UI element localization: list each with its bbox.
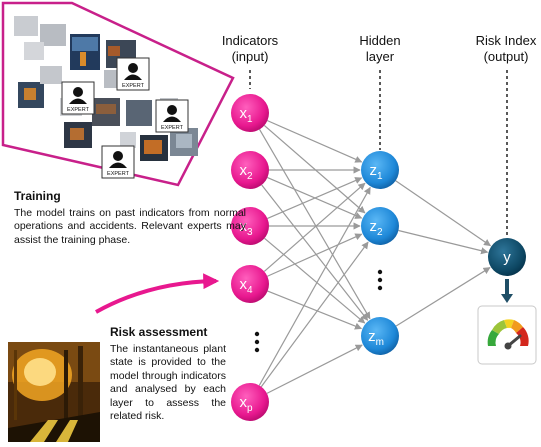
- edge-z2-y: [398, 229, 489, 255]
- edge-x3-z3: [264, 237, 366, 324]
- expert-icon: EXPERT: [116, 57, 150, 91]
- hidden-node-z1: z1: [361, 151, 399, 189]
- risk-header-line1: Risk Index: [475, 33, 537, 48]
- input-node-x4: x4: [231, 265, 269, 303]
- input-node-xp: xp: [231, 383, 269, 421]
- input-node-xp-subscript: p: [247, 403, 253, 414]
- expert-icon: EXPERT: [61, 81, 95, 115]
- input-node-x2-subscript: 2: [247, 171, 253, 182]
- hidden-layer-header: Hidden layer: [345, 33, 415, 65]
- hidden-ellipsis: [377, 269, 383, 291]
- edge-x5-z3: [266, 344, 363, 394]
- hidden-node-z2: z2: [361, 207, 399, 245]
- input-node-x2-circle: [231, 151, 269, 189]
- edge-x4-z2: [267, 233, 363, 277]
- output-node-y: y: [488, 238, 526, 276]
- edge-x1-z3: [259, 129, 371, 320]
- hidden-node-zm-subscript: m: [376, 337, 384, 348]
- input-node-x1-subscript: 1: [247, 114, 253, 125]
- hidden-node-zm-circle: [361, 317, 399, 355]
- edge-x1-z2: [263, 125, 366, 214]
- input-node-x1: x1: [231, 94, 269, 132]
- risk-assessment-title: Risk assessment: [110, 325, 208, 339]
- indicators-header: Indicators (input): [213, 33, 287, 65]
- edge-x1-z1: [267, 120, 363, 163]
- expert-icon: EXPERT: [155, 99, 189, 133]
- risk-header-line2: (output): [483, 49, 529, 64]
- risk-index-header: Risk Index (output): [468, 33, 541, 65]
- training-title: Training: [14, 189, 61, 203]
- hidden-node-z1-circle: [361, 151, 399, 189]
- training-photo-collage: EXPERT EXPERT EXPERT EXPERT: [1, 1, 235, 187]
- input-ellipsis: [254, 331, 260, 353]
- expert-label: EXPERT: [107, 171, 130, 177]
- gauge-icon: [477, 305, 537, 365]
- collage-tiles: [14, 16, 198, 161]
- edge-x4-z3: [267, 290, 363, 330]
- hidden-node-z2-subscript: 2: [377, 227, 383, 238]
- input-node-x2: x2: [231, 151, 269, 189]
- hidden-header-line2: layer: [365, 49, 395, 64]
- indicators-header-line2: (input): [231, 49, 269, 64]
- output-arrow-head: [501, 294, 513, 303]
- network-nodes: x1 x2 x3 x4 xp z1 z2 zm y: [231, 94, 526, 421]
- indicators-header-line1: Indicators: [221, 33, 279, 48]
- industrial-photo: [8, 342, 100, 442]
- hidden-node-zm: zm: [361, 317, 399, 355]
- edge-x3-z1: [267, 177, 363, 220]
- expert-label: EXPERT: [122, 83, 145, 89]
- edge-z3-y: [395, 267, 491, 327]
- assessment-arrow: [95, 273, 220, 314]
- network-edges: [258, 120, 492, 394]
- expert-icon: EXPERT: [101, 145, 135, 179]
- hidden-header-line1: Hidden: [359, 33, 401, 48]
- input-node-x3: x3: [231, 207, 269, 245]
- input-node-xp-circle: [231, 383, 269, 421]
- hidden-node-z1-subscript: 1: [377, 171, 383, 182]
- edge-x5-z1: [258, 186, 371, 386]
- input-node-x1-circle: [231, 94, 269, 132]
- edge-z1-y: [395, 180, 492, 247]
- input-node-x3-circle: [231, 207, 269, 245]
- output-node-y-label: y: [503, 249, 511, 266]
- output-node-y-circle: [488, 238, 526, 276]
- risk-assessment-section: Risk assessment The instantaneous plant …: [110, 325, 226, 424]
- expert-label: EXPERT: [67, 107, 90, 113]
- edge-x4-z1: [263, 182, 366, 272]
- edge-x5-z2: [260, 241, 369, 388]
- input-node-x4-subscript: 4: [247, 285, 253, 296]
- risk-assessment-text: The instantaneous plant state is provide…: [110, 342, 226, 423]
- training-section: Training The model trains on past indica…: [14, 189, 246, 247]
- training-text: The model trains on past indicators from…: [14, 206, 246, 246]
- expert-label: EXPERT: [161, 125, 184, 131]
- input-node-x3-subscript: 3: [247, 227, 253, 238]
- input-node-x4-circle: [231, 265, 269, 303]
- edge-x2-z3: [261, 184, 369, 321]
- hidden-node-z2-circle: [361, 207, 399, 245]
